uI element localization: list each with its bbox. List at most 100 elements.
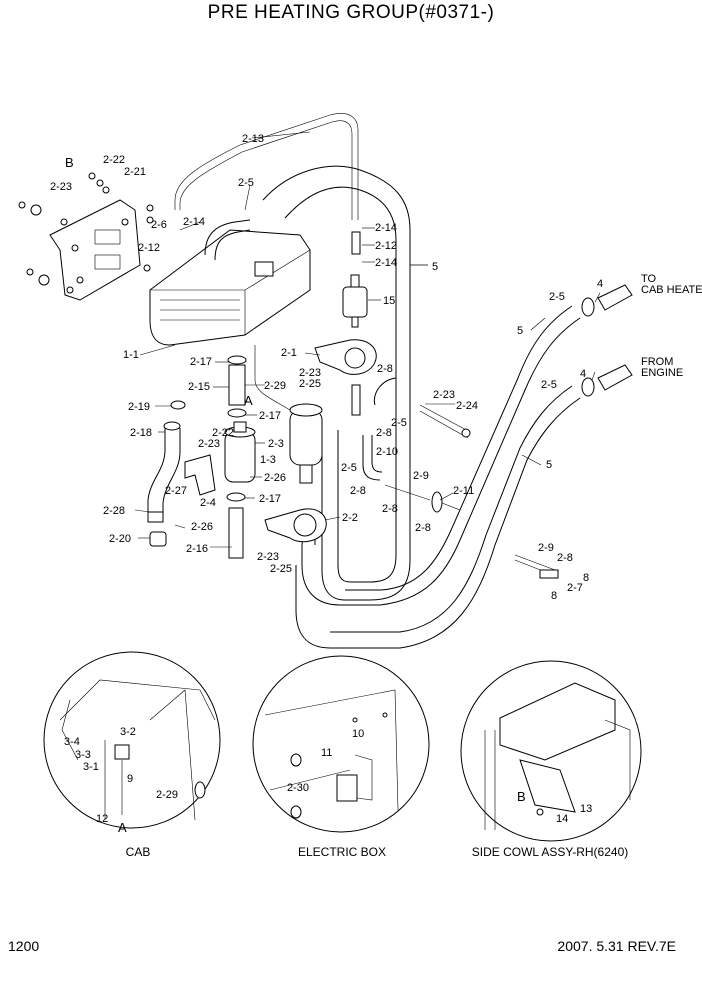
heater-unit-1-1 — [149, 219, 311, 346]
note-to: TO — [641, 273, 657, 285]
bracket-2-4 — [184, 454, 216, 496]
label-3-1: 3-1 — [83, 761, 99, 773]
label-2-28: 2-28 — [103, 505, 125, 517]
exhaust-tube-2-15 — [227, 355, 247, 418]
air-intake-hose-2-18 — [147, 400, 186, 523]
label-4-a: 4 — [597, 278, 603, 290]
label-13: 13 — [580, 803, 592, 815]
label-2-5-c: 2-5 — [541, 379, 557, 391]
muffler-2-3 — [224, 421, 256, 483]
label-3-3: 3-3 — [75, 749, 91, 761]
label-3-4: 3-4 — [64, 736, 80, 748]
label-14: 14 — [556, 813, 568, 825]
mounting-bolts-left — [18, 172, 154, 294]
label-a-top: A — [244, 393, 253, 408]
label-8-b: 8 — [551, 590, 557, 602]
label-9: 9 — [127, 773, 133, 785]
label-2-23-mid2: 2-23 — [198, 438, 220, 450]
label-b-bottom: B — [517, 789, 526, 804]
label-2-5-b: 2-5 — [549, 291, 565, 303]
label-10: 10 — [352, 728, 364, 740]
fuel-pump-15 — [342, 231, 368, 328]
label-2-9-b: 2-9 — [538, 542, 554, 554]
bracket-2-6 — [49, 199, 141, 301]
clamp-2-1 — [314, 339, 377, 375]
label-2-27: 2-27 — [165, 485, 187, 497]
label-2-8-d: 2-8 — [382, 503, 398, 515]
label-2-25-a: 2-25 — [299, 378, 321, 390]
page-title: PRE HEATING GROUP(#0371-) — [207, 2, 495, 23]
inset-side-cowl — [460, 660, 642, 842]
label-2-21: 2-21 — [124, 166, 146, 178]
label-1-3: 1-3 — [260, 454, 276, 466]
label-2-1: 2-1 — [281, 347, 297, 359]
label-2-23-r: 2-23 — [433, 389, 455, 401]
hose-from-engine — [295, 385, 581, 649]
label-2-14-b: 2-14 — [375, 222, 397, 234]
label-2-20: 2-20 — [109, 533, 131, 545]
label-5-b: 5 — [517, 325, 523, 337]
label-2-17-a: 2-17 — [190, 356, 212, 368]
label-2-15: 2-15 — [188, 381, 210, 393]
label-2-4: 2-4 — [200, 497, 216, 509]
label-2-25-b: 2-25 — [270, 563, 292, 575]
label-2-29-b: 2-29 — [156, 789, 178, 801]
label-a-bottom: A — [118, 820, 127, 835]
label-2-8-b: 2-8 — [376, 427, 392, 439]
label-b-top: B — [65, 155, 74, 170]
page-number: 1200 — [8, 938, 40, 954]
label-2-22-mid: 2-22 — [212, 427, 234, 439]
leader-lines — [134, 131, 601, 548]
label-2-14-a: 2-14 — [183, 216, 205, 228]
label-2-17-c: 2-17 — [259, 493, 281, 505]
label-2-2: 2-2 — [342, 512, 358, 524]
label-2-23-mid: 2-23 — [299, 367, 321, 379]
caption-cab: CAB — [126, 845, 151, 859]
inset-cab — [43, 651, 221, 829]
label-12: 12 — [96, 813, 108, 825]
label-4-b: 4 — [580, 368, 586, 380]
caption-electric-box: ELECTRIC BOX — [298, 845, 386, 859]
label-2-3: 2-3 — [268, 438, 284, 450]
note-cab-heater: CAB HEATER — [641, 284, 702, 296]
label-2-7: 2-7 — [567, 582, 583, 594]
label-2-22-top: 2-22 — [103, 154, 125, 166]
label-2-8-c: 2-8 — [350, 485, 366, 497]
fitting-2-11 — [384, 484, 461, 513]
label-2-6: 2-6 — [151, 219, 167, 231]
hose-connector-4-bottom — [581, 364, 633, 397]
label-8-a: 8 — [583, 572, 589, 584]
label-2-5-a: 2-5 — [238, 177, 254, 189]
hose-loop-main — [262, 165, 411, 601]
note-engine: ENGINE — [641, 367, 683, 379]
label-2-8-a: 2-8 — [377, 363, 393, 375]
label-2-29-a: 2-29 — [264, 380, 286, 392]
label-2-10: 2-10 — [376, 446, 398, 458]
cap-2-20 — [149, 531, 167, 547]
label-2-23-top: 2-23 — [50, 181, 72, 193]
label-2-12-a: 2-12 — [138, 242, 160, 254]
label-2-8-f: 2-8 — [557, 552, 573, 564]
fuel-line-2-13 — [174, 113, 359, 220]
label-2-26-b: 2-26 — [191, 521, 213, 533]
label-2-8-e: 2-8 — [415, 522, 431, 534]
label-5-c: 5 — [546, 459, 552, 471]
label-2-24: 2-24 — [456, 400, 478, 412]
label-2-18: 2-18 — [130, 427, 152, 439]
tube-2-10 — [362, 435, 381, 481]
label-2-23-bot: 2-23 — [257, 551, 279, 563]
label-3-2: 3-2 — [120, 726, 136, 738]
label-2-19: 2-19 — [128, 401, 150, 413]
label-2-5-d: 2-5 — [391, 417, 407, 429]
label-2-12-b: 2-12 — [375, 240, 397, 252]
label-11: 11 — [321, 747, 332, 759]
fitting-2-7 — [514, 554, 559, 579]
bolt-2-24 — [419, 404, 471, 433]
note-from: FROM — [641, 356, 673, 368]
label-2-13: 2-13 — [242, 133, 264, 145]
water-pump-1-3 — [254, 345, 323, 484]
label-15: 15 — [383, 295, 395, 307]
part-labels: 2-13 B 2-22 2-21 2-23 2-5 2-6 2-14 2-12 … — [50, 133, 603, 835]
caption-side-cowl: SIDE COWL ASSY-RH(6240) — [472, 845, 629, 859]
